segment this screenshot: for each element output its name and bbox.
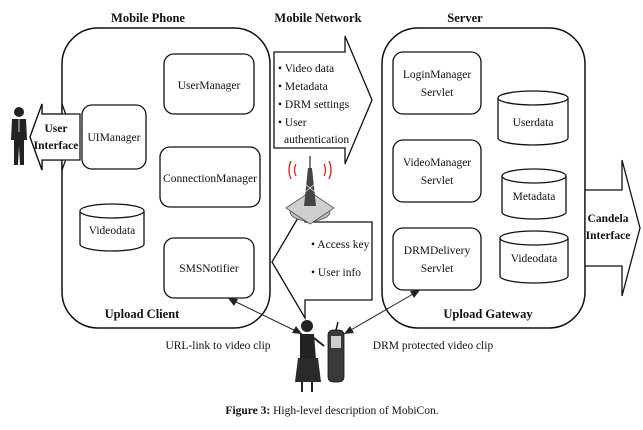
drm-delivery-label-1: DRMDelivery: [404, 245, 471, 257]
sms-notifier-label: SMSNotifier: [179, 263, 239, 275]
upload-item-user: • User: [278, 117, 307, 129]
client-videodata-cylinder: Videodata: [80, 204, 144, 251]
user-figure-icon: [11, 107, 27, 165]
user-manager-label: UserManager: [178, 80, 241, 92]
antenna-tower-icon: [286, 156, 334, 224]
drm-protected-label: DRM protected video clip: [373, 340, 494, 352]
user-interface-label-2: Interface: [34, 140, 79, 152]
mobile-phone-icon: [328, 322, 344, 382]
upload-item-metadata: • Metadata: [278, 81, 328, 93]
drm-delivery-label-2: Servlet: [421, 263, 454, 275]
connection-manager-label: ConnectionManager: [163, 173, 257, 185]
video-manager-label-2: Servlet: [421, 175, 454, 187]
server-videodata-cylinder: Videodata: [500, 231, 568, 283]
login-manager-label-1: LoginManager: [403, 69, 472, 81]
userdata-cylinder: Userdata: [498, 91, 568, 145]
userdata-label: Userdata: [513, 117, 554, 129]
upload-item-drm-settings: • DRM settings: [278, 99, 350, 111]
client-videodata-label: Videodata: [89, 225, 136, 237]
url-link-label: URL-link to video clip: [165, 340, 270, 352]
mobile-network-title: Mobile Network: [274, 11, 361, 25]
upload-gateway-label: Upload Gateway: [443, 307, 533, 321]
login-manager-box: [393, 52, 481, 114]
upload-item-authentication: authentication: [284, 134, 349, 146]
candela-interface-label-1: Candela: [588, 213, 629, 225]
upload-client-label: Upload Client: [105, 307, 181, 321]
login-manager-label-2: Servlet: [421, 87, 454, 99]
drm-delivery-box: [393, 228, 481, 290]
figure-caption: Figure 3: High-level description of Mobi…: [225, 405, 438, 417]
download-item-access-key: • Access key: [311, 239, 370, 251]
video-manager-box: [393, 140, 481, 202]
upload-item-video-data: • Video data: [278, 63, 334, 75]
metadata-cylinder: Metadata: [502, 169, 566, 219]
server-videodata-label: Videodata: [511, 253, 558, 265]
video-manager-label-1: VideoManager: [403, 157, 471, 169]
download-arrow: [272, 206, 372, 318]
ui-manager-label: UIManager: [87, 132, 140, 144]
mobile-phone-title: Mobile Phone: [111, 11, 185, 25]
metadata-label: Metadata: [513, 191, 556, 203]
user-interface-label-1: User: [45, 123, 68, 135]
candela-interface-label-2: Interface: [586, 230, 631, 242]
server-title: Server: [447, 11, 483, 25]
download-item-user-info: • User info: [311, 267, 361, 279]
candela-interface-arrow: [585, 160, 640, 296]
